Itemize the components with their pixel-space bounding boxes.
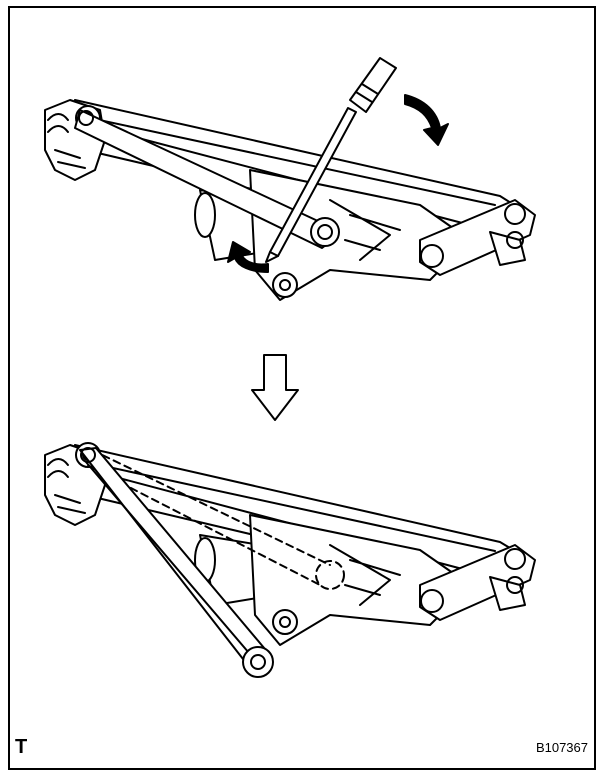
- down-arrow-icon: [251, 354, 299, 421]
- wiper-linkage-bottom: [44, 442, 536, 678]
- screwdriver-icon: [265, 57, 397, 263]
- right-crank-arm: [419, 544, 536, 621]
- wiper-linkage-top: [44, 57, 536, 301]
- left-pivot-bracket: [44, 99, 106, 181]
- rotation-arrow-icon: [227, 241, 269, 273]
- figure-code: B107367: [535, 740, 588, 755]
- center-gearbox: [249, 514, 471, 646]
- rotation-arrow-icon: [404, 94, 449, 146]
- linkage-rod-detached: [79, 447, 274, 678]
- corner-tag: T: [15, 736, 28, 758]
- linkage-rod-attached: [74, 109, 340, 249]
- right-crank-arm: [419, 199, 536, 276]
